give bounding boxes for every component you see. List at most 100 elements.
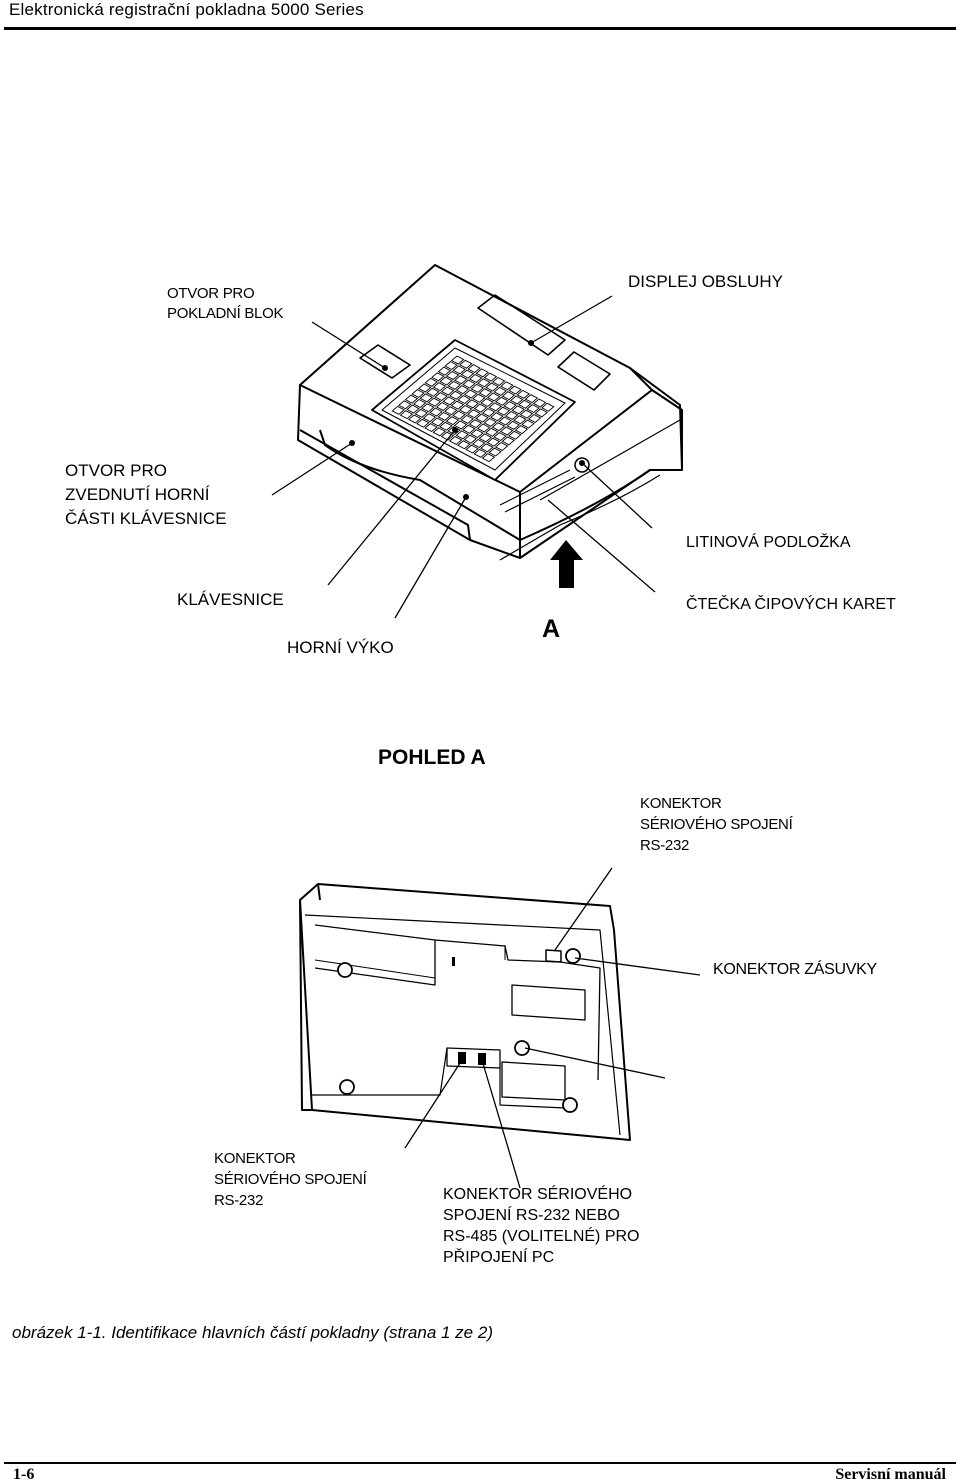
keyboard-key <box>419 393 433 403</box>
label-horni-vyko: HORNÍ VÝKO <box>287 638 394 657</box>
keyboard-key <box>509 395 524 405</box>
leader-dots-top <box>349 340 585 500</box>
keyboard-key <box>477 378 491 388</box>
keyboard-key <box>508 385 522 395</box>
keyboard-key <box>499 426 514 436</box>
keyboard-key <box>488 402 502 412</box>
label-line: KONEKTOR SÉRIOVÉHO <box>443 1186 633 1203</box>
keyboard-key <box>491 376 506 386</box>
keyboard-key <box>457 440 471 450</box>
keyboard-key <box>463 389 478 399</box>
keyboard-key <box>476 423 491 433</box>
keyboard-key <box>450 355 465 365</box>
keyboard-key <box>534 408 548 418</box>
keyboard-key <box>452 365 466 375</box>
keyboard-key <box>470 429 484 439</box>
keyboard-key <box>467 409 481 419</box>
keyboard-key <box>541 402 555 412</box>
keyboard-key <box>513 415 527 425</box>
keyboard-key <box>491 422 506 432</box>
keyboard-key <box>480 398 494 408</box>
keyboard-key <box>398 400 412 410</box>
keyboard-key <box>424 423 438 433</box>
keyboard-key <box>473 448 487 458</box>
keyboard-key <box>399 410 414 420</box>
keyboard-key <box>481 453 496 463</box>
label-line: OTVOR PRO <box>167 285 255 302</box>
keyboard-key <box>426 387 440 397</box>
document-header-title: Elektronická registrační pokladna 5000 S… <box>9 0 364 19</box>
keyboard-key <box>486 437 501 447</box>
keyboard-key <box>439 421 453 431</box>
label-line: KONEKTOR <box>640 795 722 812</box>
keyboard-key <box>432 382 447 392</box>
keyboard-key <box>503 401 517 411</box>
label-line: PŘIPOJENÍ PC <box>443 1249 555 1266</box>
keyboard-key <box>500 381 514 391</box>
underside-drawing <box>299 883 631 1141</box>
keyboard-key <box>455 430 469 440</box>
keyboard-key <box>467 364 481 374</box>
keyboard-key <box>465 444 479 454</box>
header-rule <box>4 27 956 30</box>
keyboard-key <box>462 379 476 389</box>
keyboard-key <box>445 370 460 380</box>
keyboard-key <box>444 406 458 416</box>
keyboard-key <box>514 425 529 435</box>
keyboard-key <box>437 411 451 421</box>
keyboard-key <box>501 391 516 401</box>
label-konektor-left: KONEKTOR SÉRIOVÉHO SPOJENÍ RS-232 <box>214 1148 367 1211</box>
keyboard-key <box>460 369 475 379</box>
label-klavesnice: KLÁVESNICE <box>177 590 284 609</box>
keyboard-key <box>454 375 468 385</box>
label-line: ZVEDNUTÍ HORNÍ <box>65 485 210 504</box>
keyboard-key <box>406 404 420 414</box>
keyboard-key <box>475 368 489 378</box>
keyboard-key <box>496 406 511 416</box>
keyboard-key <box>463 434 478 444</box>
keyboard-key <box>488 447 502 457</box>
keyboard-key <box>481 407 496 417</box>
view-a-arrow-icon <box>550 540 583 588</box>
keyboard-key <box>495 396 509 406</box>
keyboard-key <box>444 361 458 371</box>
keyboard-key <box>430 417 445 427</box>
keyboard-key <box>407 414 422 424</box>
keyboard-key <box>442 396 456 406</box>
keyboard-key <box>460 414 474 424</box>
keyboard-key <box>422 413 437 423</box>
keyboard-key <box>468 419 483 429</box>
keyboard-key <box>483 417 497 427</box>
keyboard-key <box>506 420 520 430</box>
keyboard-key <box>519 409 534 419</box>
label-displej-obsluhy: DISPLEJ OBSLUHY <box>628 272 783 291</box>
label-line: SÉRIOVÉHO SPOJENÍ <box>214 1171 367 1188</box>
keyboard-key <box>526 404 540 414</box>
keyboard-key <box>429 407 443 417</box>
keyboard-key <box>532 398 547 408</box>
keyboard-key <box>448 435 463 445</box>
label-view-letter: A <box>542 615 561 643</box>
underside-ports <box>452 957 486 1065</box>
keyboard-key <box>501 436 515 446</box>
leader-lines-bottom <box>404 867 701 1189</box>
keyboard-key <box>478 388 493 398</box>
keyboard-key <box>473 403 488 413</box>
keyboard-key <box>424 377 438 387</box>
keyboard-key <box>391 405 405 415</box>
keyboard-key <box>475 413 489 423</box>
label-line: POKLADNÍ BLOK <box>167 305 284 322</box>
keyboard-key <box>411 389 425 399</box>
label-line: RS-485 (VOLITELNÉ) PRO <box>443 1228 640 1245</box>
keyboard-key <box>437 366 452 376</box>
keyboard-key <box>453 420 468 430</box>
keyboard-key <box>452 410 466 420</box>
keyboard-key <box>478 433 492 443</box>
keyboard-key <box>483 372 498 382</box>
keyboard-key <box>498 416 512 426</box>
keyboard-key <box>470 383 484 393</box>
keyboard-key <box>462 424 476 434</box>
keyboard-keys <box>391 355 555 463</box>
keyboard-key <box>455 385 470 395</box>
